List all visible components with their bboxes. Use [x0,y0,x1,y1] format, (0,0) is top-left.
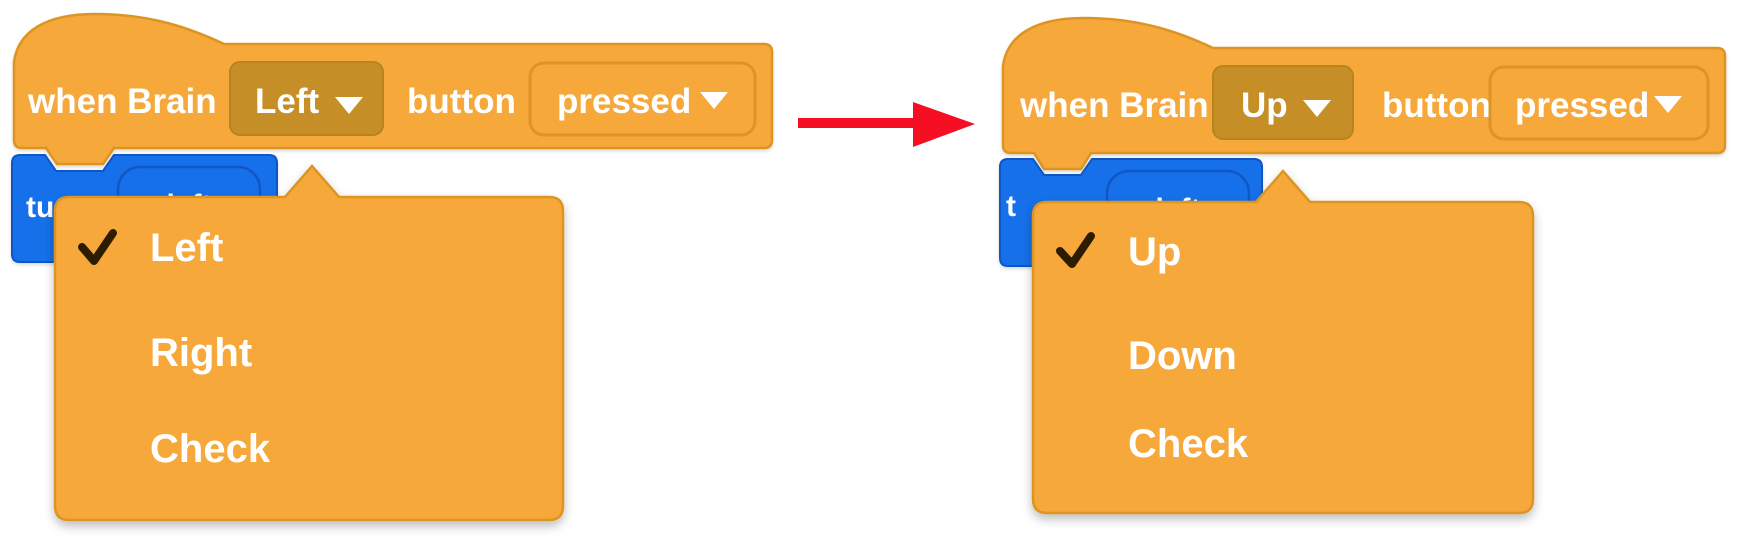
dropdown-caret-icon [1303,100,1331,117]
brain-button-dropdown-value: Left [255,82,320,121]
dropdown-caret-icon [1654,96,1682,113]
turn-block-label: tu [26,191,54,224]
menu-item-down[interactable]: Down [1128,334,1237,378]
script-after: when Brain Up button pressed left t Up D… [999,16,1727,515]
arrow-right-icon [798,102,975,147]
button-state-dropdown-value: pressed [557,82,691,121]
button-state-dropdown[interactable] [528,61,757,137]
when-brain-hat-block[interactable] [12,12,774,166]
button-word-label: button [1382,86,1491,125]
dropdown-caret-icon [335,97,363,114]
button-state-dropdown[interactable] [1488,65,1710,141]
brain-button-dropdown[interactable] [229,61,384,136]
brain-button-dropdown[interactable] [1212,65,1354,140]
checkmark-icon [78,229,117,265]
dropdown-menu-after: Up Down Check [1031,169,1535,515]
menu-item-up[interactable]: Up [1128,230,1181,274]
checkmark-icon [1056,232,1095,268]
when-brain-label: when Brain [27,82,217,121]
dropdown-menu-panel [1031,169,1535,515]
menu-item-right[interactable]: Right [150,331,252,375]
brain-button-dropdown-value: Up [1241,86,1288,125]
dropdown-caret-icon [700,92,728,109]
script-before: when Brain Left button pressed left tu L… [11,12,774,522]
button-word-label: button [407,82,516,121]
when-brain-label: when Brain [1019,86,1209,125]
turn-block-label: t [1006,190,1016,223]
dropdown-menu-panel [53,164,565,522]
button-state-dropdown-value: pressed [1515,86,1649,125]
menu-item-check[interactable]: Check [1128,422,1249,466]
menu-item-check[interactable]: Check [150,427,271,471]
when-brain-hat-block[interactable] [1001,16,1727,171]
dropdown-menu-before: Left Right Check [53,164,565,522]
menu-item-left[interactable]: Left [150,226,223,270]
